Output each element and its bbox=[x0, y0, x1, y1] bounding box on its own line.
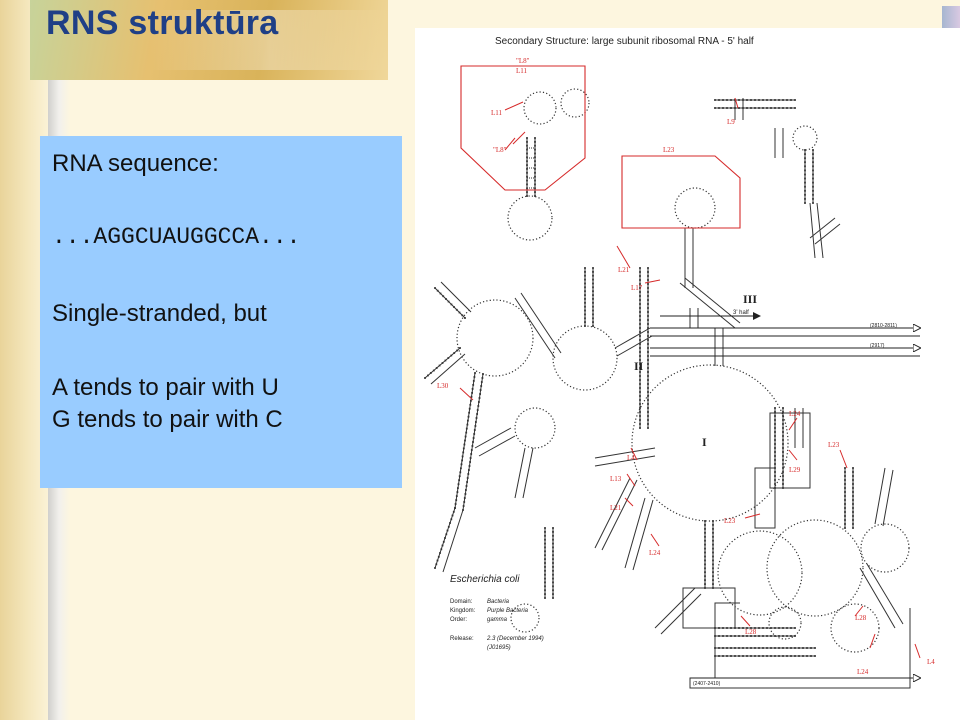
label-l4-right: L4 bbox=[927, 658, 935, 666]
structure-svg: Secondary Structure: large subunit ribos… bbox=[424, 36, 935, 689]
kingdom-value: Purple Bacteria bbox=[487, 608, 529, 614]
domain-value: Bacteria bbox=[487, 599, 510, 605]
label-l23-right: L23 bbox=[828, 441, 840, 449]
rna-sequence-value: ...AGGCUAUGGCCA... bbox=[52, 224, 301, 250]
release-id: (J01695) bbox=[487, 645, 511, 651]
range-b: (2917) bbox=[870, 343, 885, 349]
organism-name: Escherichia coli bbox=[450, 574, 520, 585]
label-l8-top: "L8" bbox=[516, 57, 530, 65]
nucleotide-marks bbox=[424, 99, 854, 657]
pairing-rule-gc: G tends to pair with C bbox=[52, 406, 283, 433]
pairing-rule-au: A tends to pair with U bbox=[52, 374, 279, 401]
label-l4: L4 bbox=[627, 454, 635, 462]
release-key: Release: bbox=[450, 636, 474, 642]
label-l23-top: L23 bbox=[663, 146, 675, 154]
label-l24-left: L24 bbox=[649, 549, 661, 557]
label-l9: L9 bbox=[727, 118, 735, 126]
single-stranded-text: Single-stranded, but bbox=[52, 300, 267, 327]
protein-binding-boxes bbox=[460, 65, 741, 229]
rna-secondary-structure-diagram: Secondary Structure: large subunit ribos… bbox=[415, 28, 960, 720]
label-l11-top: L11 bbox=[516, 67, 528, 75]
label-l24-right: L24 bbox=[789, 410, 801, 418]
range-c: (2407-2410) bbox=[693, 681, 721, 687]
domain-iii: III bbox=[743, 292, 757, 306]
label-l21-b: L21 bbox=[610, 504, 622, 512]
order-value: gamma bbox=[487, 617, 508, 623]
label-l28-left: L28 bbox=[745, 628, 757, 636]
slide-title: RNS struktūra bbox=[46, 4, 279, 42]
arrows bbox=[650, 312, 920, 678]
diagram-heading: Secondary Structure: large subunit ribos… bbox=[495, 36, 754, 47]
label-l30: L30 bbox=[437, 382, 449, 390]
label-l11: L11 bbox=[491, 109, 503, 117]
label-l8: "L8" bbox=[493, 146, 507, 154]
rna-sequence-label: RNA sequence: bbox=[52, 150, 219, 177]
domain-ii: II bbox=[634, 359, 644, 373]
domain-key: Domain: bbox=[450, 599, 473, 605]
organism-info: Escherichia coli Domain: Bacteria Kingdo… bbox=[450, 574, 544, 651]
structure-frames bbox=[682, 412, 911, 689]
label-l28-right: L28 bbox=[855, 614, 867, 622]
label-l24-bottom: L24 bbox=[857, 668, 869, 676]
range-a: (2810-2811) bbox=[870, 323, 897, 329]
label-l17: L17 bbox=[631, 284, 643, 292]
domain-i: I bbox=[702, 435, 707, 449]
label-l29: L29 bbox=[789, 466, 801, 474]
protein-leader-lines bbox=[459, 97, 921, 659]
label-l13: L13 bbox=[610, 475, 622, 483]
structure-loops bbox=[456, 88, 910, 653]
order-key: Order: bbox=[450, 617, 467, 623]
kingdom-key: Kingdom: bbox=[450, 608, 476, 614]
release-value: 2.3 (December 1994) bbox=[486, 636, 544, 642]
text-panel: RNA sequence: ...AGGCUAUGGCCA... Single-… bbox=[40, 136, 402, 488]
title-banner-image bbox=[30, 0, 390, 80]
label-l21: L21 bbox=[618, 266, 630, 274]
label-l23-mid: L23 bbox=[724, 517, 736, 525]
three-half-label: 3' half bbox=[733, 310, 749, 316]
